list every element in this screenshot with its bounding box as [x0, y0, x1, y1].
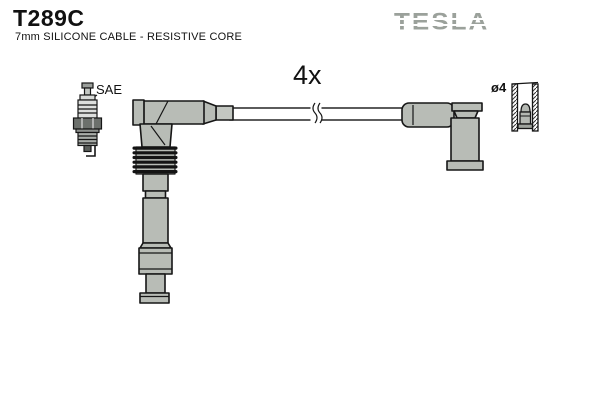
logo-stripe	[392, 18, 490, 20]
coil-end-boot	[132, 99, 234, 304]
sae-terminal-label: SAE	[96, 82, 123, 97]
tesla-logo: TESLA	[392, 7, 490, 35]
logo-stripe	[392, 24, 490, 26]
cable-break-marks	[310, 102, 323, 124]
brand-name: TESLA	[394, 7, 490, 35]
part-number: T289C	[13, 5, 85, 31]
ignition-cable	[229, 102, 406, 124]
plug-end-boot	[401, 102, 484, 171]
product-subtitle: 7mm SILICONE CABLE - RESISTIVE CORE	[15, 31, 243, 43]
quantity-label: 4x	[293, 60, 322, 90]
diameter-label: ø4	[491, 80, 507, 95]
plug-terminal-icon	[517, 103, 534, 130]
spark-plug-icon	[72, 82, 103, 157]
terminal-cross-section	[511, 81, 539, 132]
